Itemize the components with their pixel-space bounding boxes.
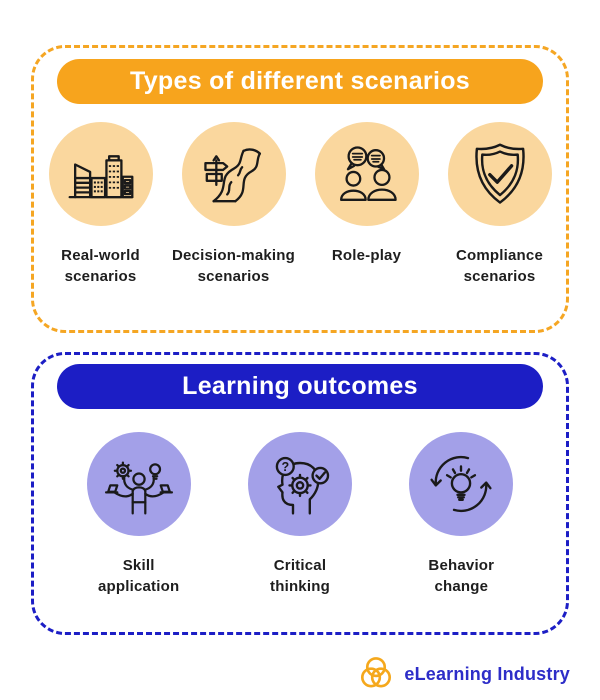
winding-road-signpost-icon <box>181 122 286 226</box>
svg-text:?: ? <box>281 460 289 474</box>
city-buildings-icon <box>48 122 153 226</box>
elearning-industry-logo-icon <box>357 654 395 694</box>
scenario-label-compliance: Compliance scenarios <box>455 247 544 286</box>
scenario-label-role-play: Role-play <box>331 247 402 264</box>
scenarios-title: Types of different scenarios <box>130 67 470 95</box>
scenarios-row: Real-world scenarios <box>34 122 566 288</box>
critical-thinking-icon: ? <box>247 432 352 536</box>
scenario-label-real-world: Real-world scenarios <box>61 247 140 286</box>
scenario-item-role-play: Role-play <box>300 122 433 288</box>
outcomes-panel: Learning outcomes <box>31 352 569 635</box>
scenarios-panel: Types of different scenarios <box>31 45 569 333</box>
outcome-item-critical-thinking: ? Critical thinking <box>219 432 380 598</box>
scenario-item-real-world: Real-world scenarios <box>34 122 167 288</box>
skill-application-icon <box>86 432 191 536</box>
outcome-label-behavior-change: Behavior change <box>428 557 495 596</box>
role-play-conversation-icon <box>314 122 419 226</box>
behavior-change-icon <box>409 432 514 536</box>
outcome-label-critical-thinking: Critical thinking <box>270 557 330 596</box>
footer-brand: eLearning Industry <box>357 652 570 696</box>
outcomes-row: Skill application ? <box>34 432 566 598</box>
footer-brand-name: eLearning Industry <box>404 663 570 684</box>
scenario-item-decision-making: Decision-making scenarios <box>167 122 300 288</box>
shield-check-icon <box>447 122 552 226</box>
scenarios-title-pill: Types of different scenarios <box>57 59 543 104</box>
outcome-item-behavior-change: Behavior change <box>381 432 542 598</box>
outcome-label-skill-application: Skill application <box>97 557 180 596</box>
outcomes-title-pill: Learning outcomes <box>57 364 543 409</box>
outcomes-title: Learning outcomes <box>182 372 418 400</box>
outcome-item-skill-application: Skill application <box>58 432 219 598</box>
scenario-item-compliance: Compliance scenarios <box>433 122 566 288</box>
scenario-label-decision-making: Decision-making scenarios <box>171 247 296 286</box>
